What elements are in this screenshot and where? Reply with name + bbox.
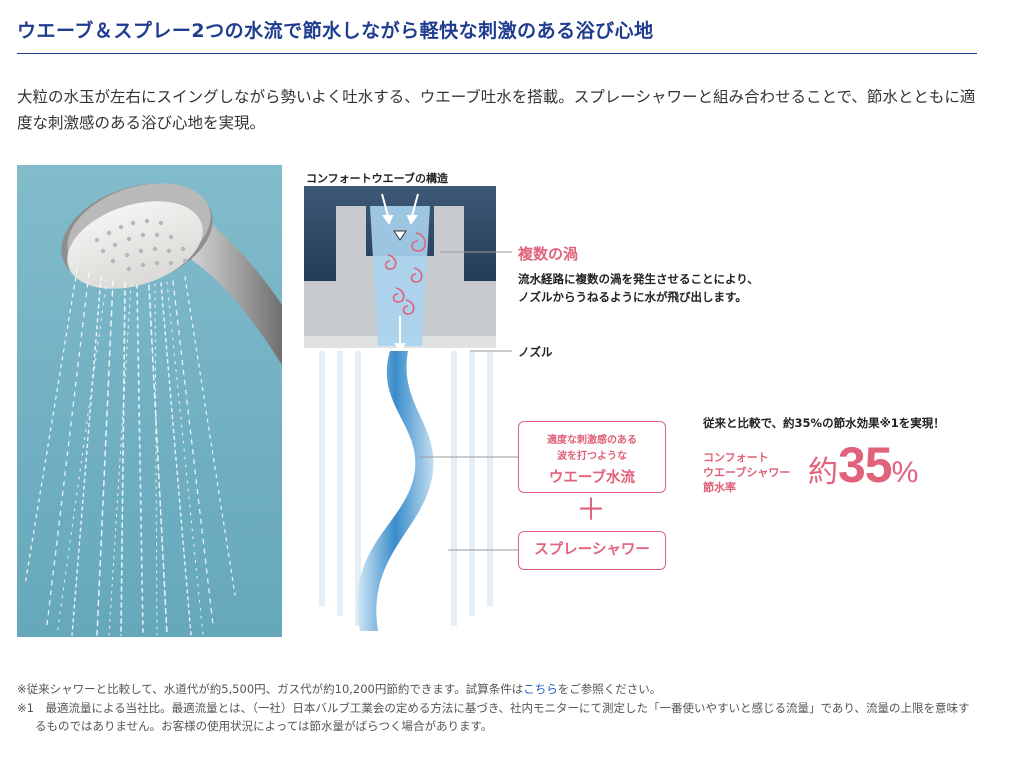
nozzle-cross-section	[304, 186, 496, 631]
spray-shower-box: スプレーシャワー	[518, 531, 666, 570]
rate-unit: %	[891, 456, 919, 489]
wave-flow-box: 適度な刺激感のある 波を打つような ウエーブ水流	[518, 421, 666, 493]
nozzle-label: ノズル	[518, 345, 553, 359]
vortex-description: 流水経路に複数の渦を発生させることにより、 ノズルからうねるように水が飛び出しま…	[518, 270, 759, 306]
rate-prefix: 約	[808, 455, 838, 490]
rate-number: 35	[838, 437, 893, 493]
vortex-desc-line2: ノズルからうねるように水が飛び出します。	[518, 290, 747, 304]
savings-comparison: 従来と比較で、約35%の節水効果※1を実現！	[703, 416, 945, 430]
vortex-desc-line1: 流水経路に複数の渦を発生させることにより、	[518, 272, 759, 286]
page-title: ウエーブ＆スプレー2つの水流で節水しながら軽快な刺激のある浴び心地	[17, 16, 977, 54]
nozzle-structure-diagram	[304, 186, 496, 631]
diagram-label: コンフォートウエーブの構造	[306, 172, 449, 185]
plus-sign: ＋	[576, 493, 606, 528]
rate-label-line2: ウエーブシャワー	[703, 466, 791, 479]
wave-flow-title: ウエーブ水流	[548, 470, 636, 486]
intro-text: 大粒の水玉が左右にスイングしながら勢いよく吐水する、ウエーブ吐水を搭載。スプレー…	[17, 88, 976, 132]
calculation-conditions-link[interactable]: こちら	[523, 682, 558, 696]
footnotes: ※従来シャワーと比較して、水道代が約5,500円、ガス代が約10,200円節約で…	[17, 680, 979, 735]
savings-rate-label: コンフォート ウエーブシャワー 節水率	[703, 450, 790, 495]
rate-label-line3: 節水率	[703, 481, 736, 494]
savings-rate-value: 約35%	[808, 436, 918, 494]
footnote-1: ※従来シャワーと比較して、水道代が約5,500円、ガス代が約10,200円節約で…	[17, 682, 662, 696]
shower-head-illustration	[24, 183, 282, 636]
wave-sub-line2: 波を打つような	[557, 451, 627, 462]
wave-sub-line1: 適度な刺激感のある	[547, 435, 637, 446]
rate-label-line1: コンフォート	[703, 451, 769, 464]
footnote-2: ※1 最適流量による当社比。最適流量とは、（一社）日本バルブ工業会の定める方法に…	[17, 701, 970, 733]
shower-photo	[17, 165, 282, 637]
vortex-title: 複数の渦	[518, 245, 579, 263]
